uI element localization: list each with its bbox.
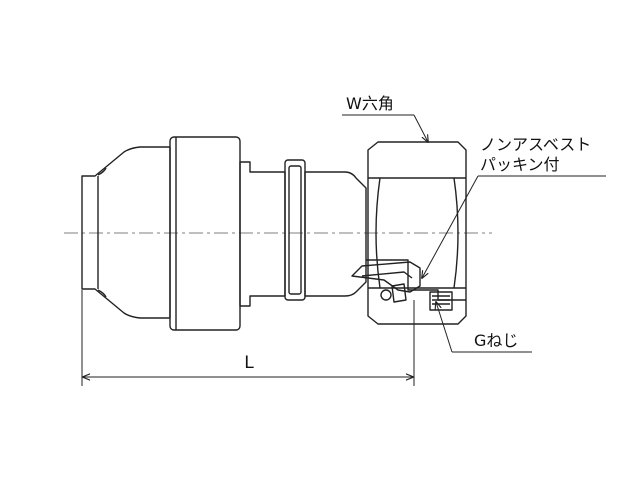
gasket-label-line1: ノンアスベスト <box>480 135 591 154</box>
seal-ball <box>380 289 392 301</box>
thread-label: Gねじ <box>474 331 518 350</box>
hex-leader <box>413 114 428 142</box>
dim-label-L: L <box>244 353 254 373</box>
hex-nut <box>367 141 467 325</box>
cap-step-line-bottom <box>97 289 107 298</box>
neck <box>239 161 286 307</box>
hex-label: W六角 <box>346 94 394 113</box>
o-ring <box>288 165 302 295</box>
cap-body <box>81 146 171 319</box>
hex-chamfer-right <box>453 177 459 289</box>
main-body <box>169 136 241 331</box>
gasket-label-line2: パッキン付 <box>480 155 560 174</box>
thread-section <box>429 291 453 311</box>
seal-ring <box>391 283 407 303</box>
hex-chamfer-left <box>375 177 381 289</box>
thread-leader <box>436 302 453 353</box>
cap-step-line <box>97 167 107 176</box>
o-ring-groove <box>284 159 306 301</box>
shaft <box>304 171 367 297</box>
gasket-inner <box>361 271 413 279</box>
gasket <box>351 261 421 293</box>
gasket-leader <box>422 175 479 278</box>
